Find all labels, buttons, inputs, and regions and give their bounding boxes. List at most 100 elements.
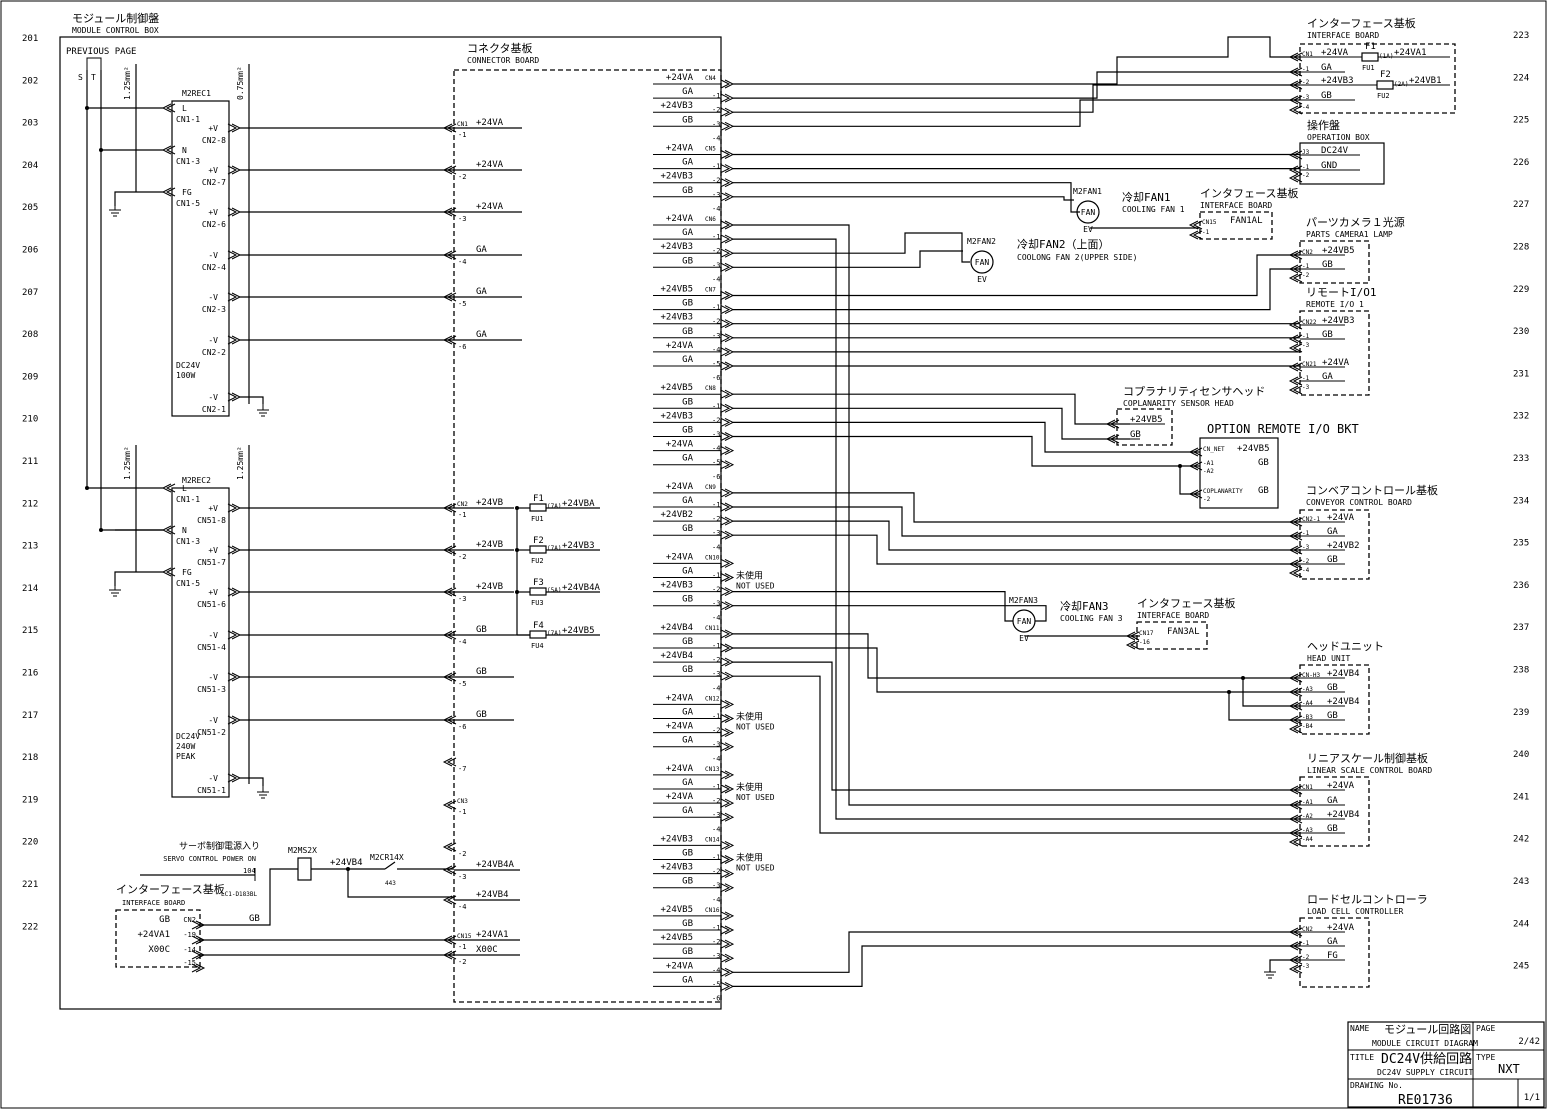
- module-control-box-frame: [59, 36, 722, 1010]
- connector-chevron-icon: [1288, 559, 1303, 569]
- fan3_iface-pin: CN17: [1139, 630, 1154, 637]
- linear_scale-pin: -A2: [1302, 813, 1313, 820]
- wire: [370, 861, 454, 870]
- head_unit-pin: -A3: [1302, 686, 1313, 693]
- connector-chevron-icon: [720, 573, 735, 582]
- row-number: 223: [1513, 31, 1529, 41]
- name-en: MODULE CIRCUIT DIAGRAM: [1372, 1039, 1478, 1048]
- wire: [733, 196, 1074, 201]
- connector-pin-number: -3: [458, 215, 466, 223]
- wire: [733, 421, 1200, 453]
- connector-name: CN6: [705, 216, 716, 223]
- linear_scale-net: +24VA: [1327, 781, 1355, 791]
- linear_scale-pin: CN1: [1302, 784, 1313, 791]
- row-number: 213: [22, 542, 38, 552]
- previous-page-label: PREVIOUS PAGE: [66, 47, 136, 57]
- iface_top-pin: -4: [1302, 104, 1310, 111]
- rectifier-output-pin: CN2-6: [202, 220, 226, 229]
- head_unit-box: [1299, 664, 1370, 735]
- rectifier-output-pin: CN2-3: [202, 305, 226, 314]
- conveyor-pin: CN2-1: [1302, 516, 1320, 523]
- servo-part: LC1-D183BL: [221, 891, 258, 898]
- fuse-icon: [1361, 52, 1379, 62]
- connector-chevron-icon: [720, 784, 735, 794]
- fuse-output-net: +24VB1: [1409, 76, 1442, 86]
- connector-net-label: +24VB3: [660, 172, 693, 182]
- rectifier-input-pin: CN1-1: [176, 115, 200, 124]
- connector-name: CN11: [705, 625, 720, 632]
- option-remote-pin: -A2: [1203, 468, 1214, 475]
- conveyor-pin: -1: [1302, 530, 1310, 537]
- wire: [240, 777, 264, 786]
- connector-net-label: +24VA: [476, 118, 504, 128]
- connector-net-label: +24VB2: [660, 510, 693, 520]
- not-used-en: NOT USED: [736, 793, 775, 802]
- fuse-name: F2: [533, 536, 544, 546]
- connector-pin-number: -2: [458, 173, 466, 181]
- rectifier-rating: DC24V: [176, 732, 200, 741]
- connector-pin-number: -1: [712, 304, 720, 312]
- connector-chevron-icon: [720, 953, 735, 963]
- connector-chevron-icon: [161, 525, 176, 535]
- option-remote-pin: -2: [1203, 496, 1211, 503]
- connector-chevron-icon: [442, 672, 457, 682]
- junction-dot: [85, 106, 89, 110]
- connector-chevron-icon: [1288, 785, 1303, 795]
- connector-chevron-icon: [720, 798, 735, 808]
- connector-pin-number: -2: [458, 850, 466, 858]
- connector-net-label: GA: [682, 158, 693, 168]
- connector-pin-number: -3: [712, 952, 720, 960]
- connector-chevron-icon: [1288, 173, 1303, 183]
- connector-net-label: +24VA: [666, 764, 694, 774]
- connector-chevron-icon: [442, 757, 457, 767]
- connector-chevron-icon: [1288, 715, 1303, 725]
- wire: [200, 868, 298, 926]
- connector-chevron-icon: [191, 950, 206, 960]
- not-used-jp: 未使用: [736, 852, 763, 864]
- linear_scale-net: GB: [1327, 824, 1338, 834]
- connector-chevron-icon: [720, 657, 735, 667]
- row-number: 209: [22, 372, 38, 382]
- rectifier-input-pin: CN1-3: [176, 537, 200, 546]
- fuse-id: FU3: [531, 599, 544, 607]
- connector-net-label: +24VB3: [660, 581, 693, 591]
- connector-pin-number: -3: [458, 873, 466, 881]
- row-number: 245: [1513, 962, 1529, 972]
- load_cell-net: +24VA: [1327, 923, 1355, 933]
- row-number: 237: [1513, 623, 1529, 633]
- connector-net-label: +24VB5: [660, 285, 693, 295]
- connector-pin-number: -7: [458, 765, 466, 773]
- row-number: 212: [22, 499, 38, 509]
- row-number: 204: [22, 161, 38, 171]
- rectifier-output-signal: +V: [208, 208, 218, 217]
- fuse-group: F1FU1(7A)+24VBAF2FU2(7A)+24VB3F3FU3(5A)+…: [514, 494, 601, 650]
- connector-pin-name: CN2: [457, 501, 468, 508]
- connector-pin-number: -2: [712, 656, 720, 664]
- connector-name: CN14: [705, 836, 720, 843]
- connector-pin-number: -3: [712, 882, 720, 890]
- connector-pin-number: -1: [712, 501, 720, 509]
- fuse-id: FU2: [531, 557, 544, 565]
- wire: [733, 254, 1300, 297]
- connector-chevron-icon: [720, 248, 735, 258]
- row-number: 226: [1513, 158, 1529, 168]
- connector-pin-number: -5: [712, 360, 720, 368]
- connector-chevron-icon: [1188, 447, 1203, 457]
- wire: [733, 931, 1300, 973]
- fuse-name: F2: [1380, 70, 1391, 80]
- iface_top-title-jp: インターフェース基板: [1307, 16, 1416, 30]
- row-number: 219: [22, 795, 38, 805]
- connector-chevron-icon: [227, 773, 242, 783]
- connector-chevron-icon: [227, 292, 242, 302]
- camera_lamp-title-en: PARTS CAMERA1 LAMP: [1306, 230, 1393, 239]
- connector-chevron-icon: [227, 672, 242, 682]
- connector-net-label: +24VA: [666, 792, 694, 802]
- remote_io-net: GA: [1322, 372, 1333, 382]
- connector-net-label: +24VA: [666, 552, 694, 562]
- fuse-rating: (7A): [547, 630, 561, 637]
- connector-chevron-icon: [1288, 80, 1303, 90]
- connector-pin-number: -6: [458, 723, 466, 731]
- ground-icon: [1264, 966, 1276, 979]
- iface-small-pin: -14: [183, 946, 196, 954]
- load_cell-pin: CN2: [1302, 926, 1313, 933]
